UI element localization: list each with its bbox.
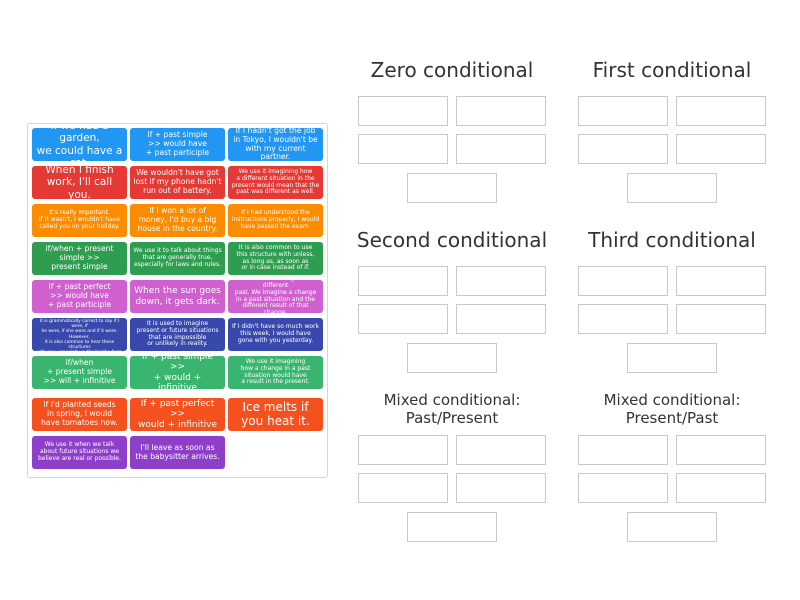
- tile-text: If I had understood the instructions pro…: [231, 209, 320, 230]
- answer-tile[interactable]: If + past perfect >> would have + past p…: [32, 280, 127, 313]
- tile-text: If I hadn't got the job in Tokyo, I woul…: [233, 128, 318, 161]
- answer-tile[interactable]: If I didn't have so much work this week,…: [228, 318, 323, 351]
- tile-text: When I finish work, I'll call you.: [45, 166, 114, 199]
- answer-tile[interactable]: It is used to imagine present or future …: [130, 318, 225, 351]
- tile-text: If + past simple >> + would + infinitive: [141, 356, 214, 389]
- drop-slot-mixed-present-past[interactable]: [676, 435, 766, 465]
- drop-slot-second[interactable]: [456, 304, 546, 334]
- drop-slot-mixed-present-past[interactable]: [676, 473, 766, 503]
- group-title-second: Second conditional: [356, 228, 548, 252]
- tile-text: We use it to talk about things that are …: [133, 247, 222, 268]
- drop-slot-first[interactable]: [676, 134, 766, 164]
- tile-text: It is also common to use this structure …: [236, 243, 315, 272]
- answer-tile[interactable]: We use it to talk about things that are …: [130, 242, 225, 275]
- tile-text: If we had a garden, we could have a cat.: [36, 128, 123, 161]
- drop-slot-second[interactable]: [456, 266, 546, 296]
- answer-tile[interactable]: We use it when we talk about future situ…: [32, 436, 127, 469]
- drop-slot-mixed-present-past[interactable]: [578, 435, 668, 465]
- tile-text: Ice melts if you heat it.: [241, 399, 310, 428]
- drop-slot-zero[interactable]: [358, 96, 448, 126]
- tile-text: It is used to imagine present or future …: [136, 319, 219, 348]
- drop-slot-zero[interactable]: [358, 134, 448, 164]
- drop-slot-mixed-present-past[interactable]: [627, 512, 717, 542]
- tile-text: It's really important. If it wasn't, I w…: [38, 209, 120, 230]
- drop-slot-first[interactable]: [676, 96, 766, 126]
- group-title-zero: Zero conditional: [370, 58, 534, 82]
- drop-slot-second[interactable]: [407, 343, 497, 373]
- tile-text: We wouldn't have got lost if my phone ha…: [133, 168, 222, 195]
- drop-slot-zero[interactable]: [456, 134, 546, 164]
- answer-tile[interactable]: We wouldn't have got lost if my phone ha…: [130, 166, 225, 199]
- drop-slot-first[interactable]: [578, 134, 668, 164]
- tile-text: If + past perfect >> would + infinitive: [137, 398, 218, 430]
- tile-text: If I'd planted seeds in spring, I would …: [41, 400, 118, 427]
- answer-tile[interactable]: We use it imagining how a change in a pa…: [228, 356, 323, 389]
- drop-slot-mixed-past-present[interactable]: [456, 435, 546, 465]
- drop-slot-third[interactable]: [676, 304, 766, 334]
- group-title-mixed-past-present: Mixed conditional: Past/Present: [383, 391, 521, 427]
- tile-text: If + past simple >> would have + past pa…: [145, 130, 210, 157]
- answer-tile[interactable]: If I'd planted seeds in spring, I would …: [32, 398, 127, 431]
- tile-text: It is used to imagine a different past. …: [234, 280, 317, 313]
- drop-slot-mixed-present-past[interactable]: [578, 473, 668, 503]
- answer-tile[interactable]: It is used to imagine a different past. …: [228, 280, 323, 313]
- answer-tile[interactable]: If I had understood the instructions pro…: [228, 204, 323, 237]
- drop-slot-mixed-past-present[interactable]: [358, 473, 448, 503]
- tile-text: We use it imagining how a different situ…: [231, 167, 320, 196]
- drop-slot-third[interactable]: [578, 304, 668, 334]
- drop-slot-mixed-past-present[interactable]: [456, 473, 546, 503]
- answer-tile[interactable]: If + past simple >> + would + infinitive: [130, 356, 225, 389]
- drop-slot-mixed-past-present[interactable]: [407, 512, 497, 542]
- answer-tile[interactable]: Ice melts if you heat it.: [228, 398, 323, 431]
- answer-tile[interactable]: It's really important. If it wasn't, I w…: [32, 204, 127, 237]
- drop-slot-second[interactable]: [358, 304, 448, 334]
- tile-text: We use it when we talk about future situ…: [37, 441, 122, 462]
- answer-tile[interactable]: If we had a garden, we could have a cat.: [32, 128, 127, 161]
- answer-tile[interactable]: When the sun goes down, it gets dark.: [130, 280, 225, 313]
- answer-tile[interactable]: if/when + present simple >> will + infin…: [32, 356, 127, 389]
- drop-slot-third[interactable]: [627, 343, 717, 373]
- drop-slot-first[interactable]: [578, 96, 668, 126]
- tile-text: If I won a lot of money, I'd buy a big h…: [137, 206, 218, 233]
- drop-slot-zero[interactable]: [407, 173, 497, 203]
- answer-tile[interactable]: If + past perfect >> would + infinitive: [130, 398, 225, 431]
- answer-tile[interactable]: If I won a lot of money, I'd buy a big h…: [130, 204, 225, 237]
- answer-tile[interactable]: It is also common to use this structure …: [228, 242, 323, 275]
- tile-text: We use it imagining how a change in a pa…: [240, 357, 311, 386]
- drop-slot-mixed-past-present[interactable]: [358, 435, 448, 465]
- answer-tile[interactable]: When I finish work, I'll call you.: [32, 166, 127, 199]
- tile-text: I'll leave as soon as the babysitter arr…: [135, 442, 220, 461]
- tile-text: If + past perfect >> would have + past p…: [47, 282, 112, 309]
- answer-tile[interactable]: If I hadn't got the job in Tokyo, I woul…: [228, 128, 323, 161]
- group-title-first: First conditional: [592, 58, 752, 82]
- drop-slot-third[interactable]: [676, 266, 766, 296]
- group-title-mixed-present-past: Mixed conditional: Present/Past: [603, 391, 741, 427]
- group-title-third: Third conditional: [588, 228, 756, 252]
- tile-text: When the sun goes down, it gets dark.: [134, 286, 221, 307]
- answer-tile[interactable]: When if is followed by the verb be, it i…: [32, 318, 127, 351]
- drop-slot-second[interactable]: [358, 266, 448, 296]
- drop-slot-third[interactable]: [578, 266, 668, 296]
- drop-slot-zero[interactable]: [456, 96, 546, 126]
- answer-tile[interactable]: If + past simple >> would have + past pa…: [130, 128, 225, 161]
- tile-text: When if is followed by the verb be, it i…: [36, 318, 123, 351]
- drop-slot-first[interactable]: [627, 173, 717, 203]
- tile-text: If I didn't have so much work this week,…: [232, 323, 319, 344]
- tile-text: if/when + present simple >> present simp…: [45, 244, 114, 271]
- tile-bank: If we had a garden, we could have a cat.…: [27, 123, 328, 478]
- answer-tile[interactable]: I'll leave as soon as the babysitter arr…: [130, 436, 225, 469]
- tile-text: if/when + present simple >> will + infin…: [43, 358, 116, 385]
- answer-tile[interactable]: We use it imagining how a different situ…: [228, 166, 323, 199]
- answer-tile[interactable]: if/when + present simple >> present simp…: [32, 242, 127, 275]
